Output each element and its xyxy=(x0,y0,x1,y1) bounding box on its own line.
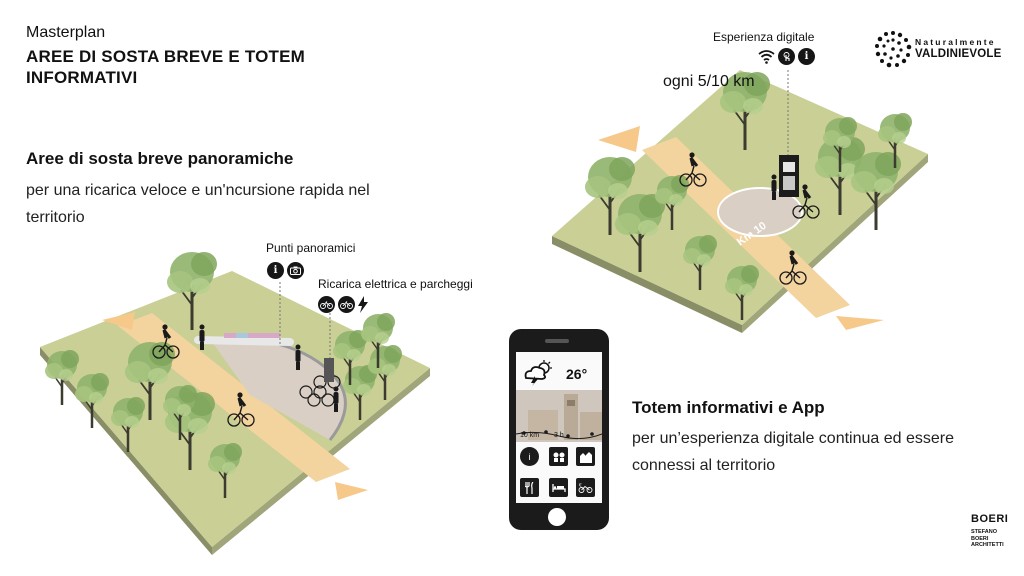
phone-home-button xyxy=(548,508,566,526)
touch-icon xyxy=(778,48,795,65)
studio-name: STEFANO BOERI ARCHITETTI xyxy=(971,529,1004,548)
people-icon[interactable] xyxy=(549,447,568,466)
panoramic-points-label: Punti panoramici xyxy=(266,241,356,255)
valdinievole-logo-mark xyxy=(875,31,912,68)
bicycle-icon xyxy=(318,296,335,313)
phone-speaker xyxy=(545,339,569,343)
totem-description: per un’esperienza digitale continua ed e… xyxy=(632,430,954,474)
phone-screen: 26° 10 km 3 h i € xyxy=(516,352,602,503)
charging-icons xyxy=(318,296,368,313)
weather-icon xyxy=(524,360,552,386)
charging-parking-label: Ricarica elettrica e parcheggi xyxy=(318,277,473,291)
digital-experience-label: Esperienza digitale xyxy=(713,30,815,44)
subtitle: Masterplan xyxy=(26,24,106,41)
totem-heading: Totem informativi e App xyxy=(632,398,825,417)
temperature: 26° xyxy=(566,366,588,382)
rest-area-illustration xyxy=(40,250,430,555)
panoramic-icons: i xyxy=(267,262,304,279)
logo-text-line1: Naturalmente xyxy=(915,37,996,47)
rest-area-heading: Aree di sosta breve panoramiche xyxy=(26,149,294,168)
info-icon[interactable]: i xyxy=(520,447,539,466)
wifi-icon xyxy=(758,48,775,65)
info-icon: i xyxy=(798,48,815,65)
bicycle-icon xyxy=(338,296,355,313)
distance-interval-label: ogni 5/10 km xyxy=(663,73,755,90)
route-duration: 3 h xyxy=(554,432,564,439)
logo-text-line2: VALDINIEVOLE xyxy=(915,48,1002,60)
restaurant-icon[interactable] xyxy=(520,478,539,497)
totem-illustration: Km 10 xyxy=(552,70,928,333)
lightning-icon xyxy=(358,296,368,313)
digital-icons: i xyxy=(758,48,815,65)
camera-icon xyxy=(287,262,304,279)
euro-bike-icon[interactable]: € xyxy=(576,478,595,497)
hotel-icon[interactable] xyxy=(549,478,568,497)
rest-area-description: per una ricarica veloce e un'ncursione r… xyxy=(26,182,370,226)
page-title: AREE DI SOSTA BREVE E TOTEM INFORMATIVI xyxy=(26,47,306,87)
town-icon[interactable] xyxy=(576,447,595,466)
route-distance: 10 km xyxy=(520,432,540,439)
svg-text:€: € xyxy=(579,483,582,489)
info-icon: i xyxy=(267,262,284,279)
landscape-photo xyxy=(516,390,602,442)
studio-logo: BOERI xyxy=(971,513,1009,525)
